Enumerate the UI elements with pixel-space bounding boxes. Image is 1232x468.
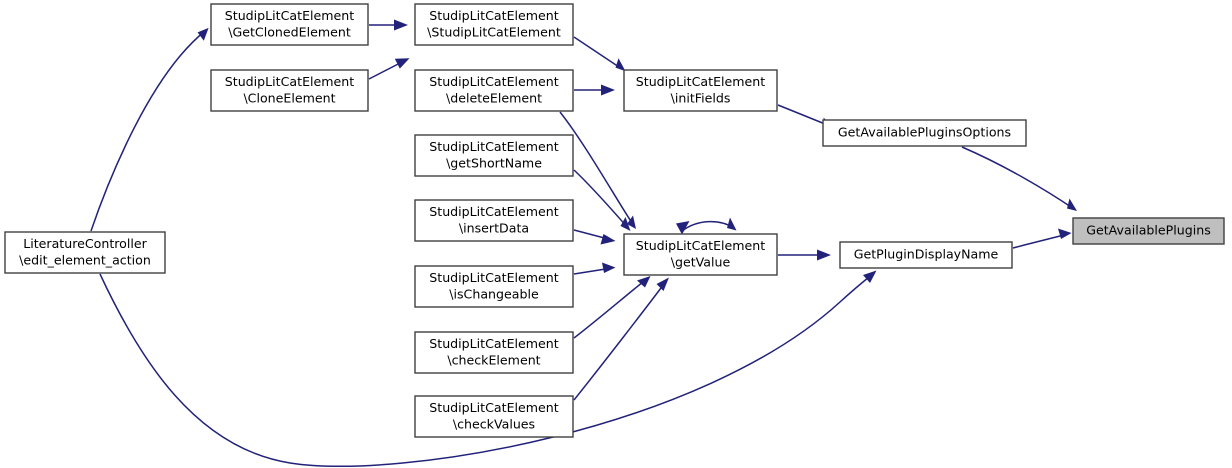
arrow-head [1067, 198, 1077, 211]
edge-getClonedElement-to-studipLitCatElementCtor [369, 19, 408, 31]
node-isChangeable[interactable]: StudipLitCatElement\isChangeable [414, 265, 574, 308]
node-label-line: StudipLitCatElement [429, 336, 559, 351]
arrow-head [197, 27, 209, 41]
arrow-head [394, 58, 410, 69]
arrow-head [676, 221, 690, 235]
node-box[interactable] [414, 395, 574, 438]
node-label-line: GetPluginDisplayName [854, 247, 999, 262]
edge-literatureController-to-getPluginDisplayName [99, 270, 877, 467]
edge-checkValues-to-getValue [573, 277, 669, 401]
edge-getShortName-to-getValue [573, 169, 631, 231]
node-label-line: StudipLitCatElement [429, 8, 559, 23]
node-box[interactable] [4, 231, 166, 274]
arrow-head [656, 277, 669, 291]
nodes-layer: StudipLitCatElement\GetClonedElementStud… [4, 3, 1225, 438]
node-box[interactable] [414, 69, 574, 112]
node-label-line: LiteratureController [23, 236, 147, 251]
node-label-line: \CloneElement [243, 90, 335, 105]
edge-literatureController-to-getClonedElement [90, 27, 209, 232]
edge-checkElement-to-getValue [573, 276, 651, 339]
node-box[interactable] [623, 69, 778, 112]
arrow-head [1058, 228, 1072, 239]
node-insertData[interactable]: StudipLitCatElement\insertData [414, 199, 574, 242]
node-box[interactable] [210, 3, 369, 46]
node-getAvailablePluginsOptions[interactable]: GetAvailablePluginsOptions [822, 119, 1027, 147]
node-label-line: GetAvailablePlugins [1086, 223, 1211, 238]
arrow-head [601, 84, 615, 96]
node-label-line: \edit_element_action [19, 252, 151, 267]
arrow-head [394, 19, 408, 31]
node-getAvailablePlugins[interactable]: GetAvailablePlugins [1072, 217, 1225, 245]
arrow-head [602, 262, 616, 273]
edge-getValue-to-getPluginDisplayName [778, 249, 831, 261]
node-box[interactable] [414, 199, 574, 242]
node-initFields[interactable]: StudipLitCatElement\initFields [623, 69, 778, 112]
node-getShortName[interactable]: StudipLitCatElement\getShortName [414, 134, 574, 177]
node-box[interactable] [210, 69, 369, 112]
node-label-line: StudipLitCatElement [429, 270, 559, 285]
node-label-line: StudipLitCatElement [429, 139, 559, 154]
node-label-line: \checkElement [447, 352, 540, 367]
node-checkValues[interactable]: StudipLitCatElement\checkValues [414, 395, 574, 438]
arrow-head [727, 217, 737, 231]
arrow-head [600, 234, 616, 245]
edge-getAvailablePluginsOptions-to-getAvailablePlugins [961, 146, 1077, 211]
node-getValue[interactable]: StudipLitCatElement\getValue [623, 233, 778, 276]
node-label-line: GetAvailablePluginsOptions [838, 125, 1011, 140]
arrow-head [627, 215, 636, 229]
node-label-line: \getValue [671, 254, 731, 269]
edge-getValue-to-getValue [676, 217, 737, 235]
edge-cloneElement-to-studipLitCatElementCtor [368, 58, 410, 80]
arrow-head [863, 270, 877, 283]
node-label-line: StudipLitCatElement [225, 74, 355, 89]
node-box[interactable] [822, 119, 1027, 147]
node-getPluginDisplayName[interactable]: GetPluginDisplayName [839, 241, 1013, 269]
node-box[interactable] [414, 134, 574, 177]
node-label-line: StudipLitCatElement [636, 74, 766, 89]
node-box[interactable] [1072, 217, 1225, 245]
node-label-line: StudipLitCatElement [636, 238, 766, 253]
node-checkElement[interactable]: StudipLitCatElement\checkElement [414, 331, 574, 374]
edge-deleteElement-to-initFields [574, 84, 615, 96]
arrow-head [817, 249, 831, 261]
node-label-line: \StudipLitCatElement [427, 24, 561, 39]
node-box[interactable] [414, 265, 574, 308]
node-box[interactable] [414, 3, 574, 46]
node-box[interactable] [839, 241, 1013, 269]
node-label-line: \initFields [671, 90, 731, 105]
arrow-head [637, 276, 651, 288]
node-box[interactable] [623, 233, 778, 276]
node-studipLitCatElementCtor[interactable]: StudipLitCatElement\StudipLitCatElement [414, 3, 574, 46]
node-label-line: \GetClonedElement [228, 24, 351, 39]
node-cloneElement[interactable]: StudipLitCatElement\CloneElement [210, 69, 369, 112]
edge-deleteElement-to-getValue [559, 111, 636, 229]
edge-insertData-to-getValue [573, 229, 616, 245]
node-label-line: \isChangeable [449, 286, 539, 301]
node-label-line: StudipLitCatElement [429, 400, 559, 415]
node-getClonedElement[interactable]: StudipLitCatElement\GetClonedElement [210, 3, 369, 46]
node-label-line: StudipLitCatElement [429, 204, 559, 219]
arrow-head [620, 217, 631, 231]
node-literatureController[interactable]: LiteratureController\edit_element_action [4, 231, 166, 274]
edge-studipLitCatElementCtor-to-initFields [573, 36, 626, 72]
node-label-line: \insertData [459, 220, 529, 235]
node-label-line: \deleteElement [446, 90, 542, 105]
edge-isChangeable-to-getValue [573, 262, 616, 275]
edge-getPluginDisplayName-to-getAvailablePlugins [1012, 228, 1072, 249]
node-label-line: StudipLitCatElement [429, 74, 559, 89]
node-deleteElement[interactable]: StudipLitCatElement\deleteElement [414, 69, 574, 112]
node-label-line: \checkValues [453, 416, 535, 431]
node-label-line: \getShortName [446, 155, 542, 170]
arrow-head [615, 58, 626, 72]
node-box[interactable] [414, 331, 574, 374]
node-label-line: StudipLitCatElement [225, 8, 355, 23]
